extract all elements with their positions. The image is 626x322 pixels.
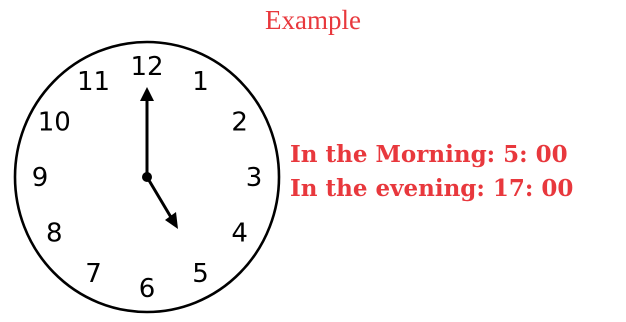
clock-number-9: 9	[32, 163, 49, 193]
clock-number-8: 8	[46, 219, 63, 249]
hour-hand	[147, 177, 172, 219]
clock-number-4: 4	[231, 219, 248, 249]
hour-hand-arrowhead	[165, 212, 178, 229]
clock-number-6: 6	[139, 274, 156, 304]
clock-number-3: 3	[246, 163, 263, 193]
morning-time-label: In the Morning: 5: 00	[290, 138, 573, 172]
time-labels: In the Morning: 5: 00 In the evening: 17…	[290, 138, 573, 206]
clock-number-2: 2	[231, 108, 248, 138]
clock-number-1: 1	[192, 67, 209, 97]
clock-number-10: 10	[38, 108, 71, 138]
clock-number-5: 5	[192, 259, 209, 289]
minute-hand-arrowhead	[140, 87, 154, 101]
clock-number-12: 12	[130, 52, 163, 82]
evening-time-label: In the evening: 17: 00	[290, 172, 573, 206]
clock-center	[142, 172, 152, 182]
clock-number-7: 7	[85, 259, 102, 289]
clock-number-11: 11	[77, 67, 110, 97]
